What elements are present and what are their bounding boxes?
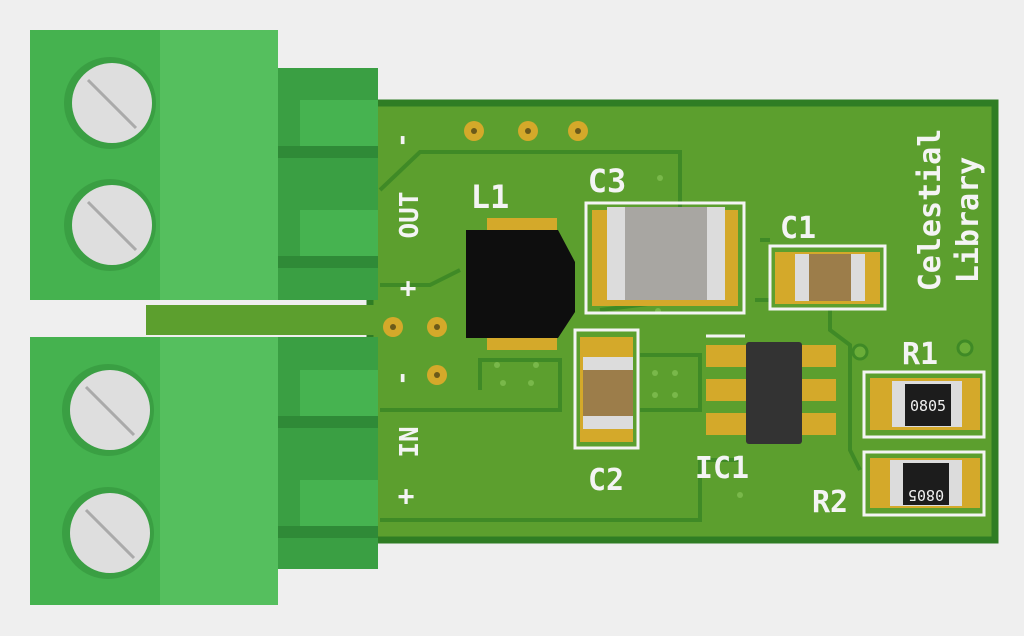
- brand-line1: Celestial: [913, 129, 948, 292]
- resistor-r2: [862, 450, 986, 517]
- out-label: OUT: [395, 192, 425, 239]
- in-minus-label: -: [387, 370, 417, 386]
- in-label: IN: [395, 426, 425, 457]
- screw-icon: [62, 487, 154, 579]
- screw-icon: [64, 179, 156, 271]
- screw-icon: [64, 57, 156, 149]
- ic1-sot23-6: [706, 334, 836, 444]
- label-l1: L1: [471, 178, 510, 216]
- inductor-l1: [466, 218, 575, 350]
- out-plus-label: +: [400, 271, 417, 304]
- label-c1: C1: [780, 211, 816, 246]
- label-c2: C2: [588, 463, 624, 498]
- brand-line2: Library: [951, 157, 986, 283]
- r1-marking: 0805: [910, 397, 946, 415]
- label-c3: C3: [588, 162, 627, 200]
- capacitor-c3: [584, 201, 746, 315]
- terminal-block-in: [30, 337, 378, 605]
- label-ic1: IC1: [695, 451, 749, 486]
- label-r2: R2: [812, 485, 848, 520]
- screw-icon: [62, 364, 154, 456]
- label-r1: R1: [902, 337, 938, 372]
- r2-marking: 0805: [908, 486, 944, 504]
- resistor-r1: [862, 370, 986, 439]
- out-minus-label: -: [387, 132, 417, 148]
- in-plus-label: +: [398, 479, 415, 512]
- capacitor-c2: [573, 328, 640, 450]
- capacitor-c1: [768, 244, 887, 311]
- terminal-block-out: [30, 30, 378, 300]
